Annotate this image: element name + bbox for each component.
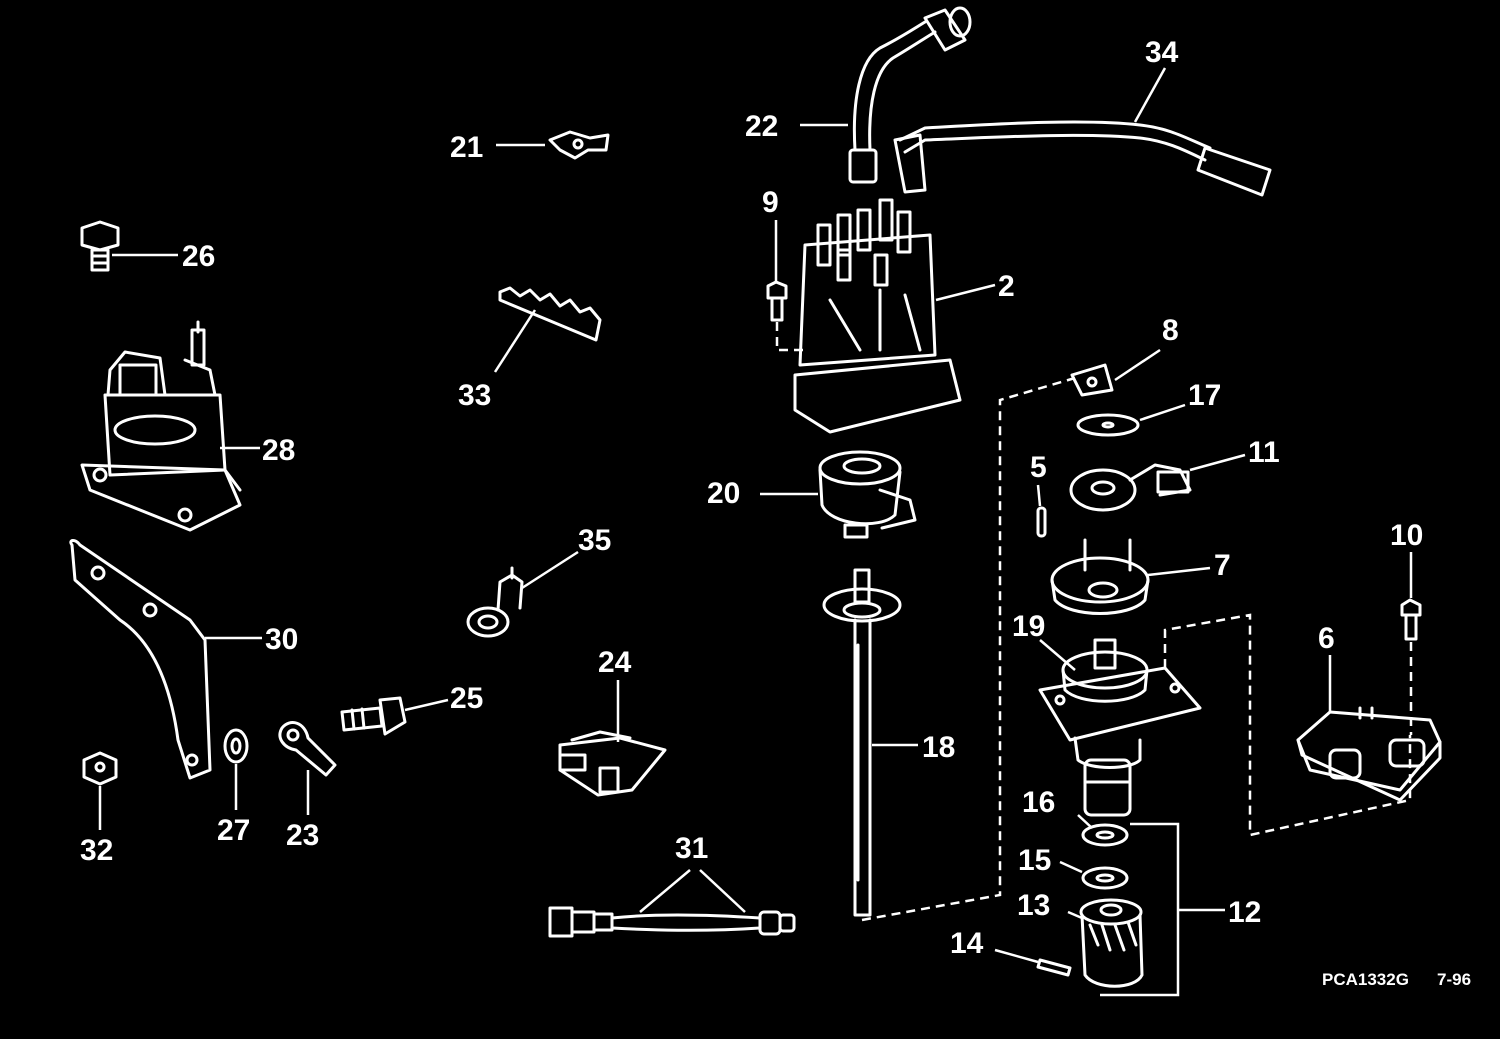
label-21: 21 [450, 131, 483, 164]
part-12-drive-housing[interactable] [1073, 736, 1142, 817]
part-22-plug-wire[interactable] [848, 6, 972, 184]
part-6-ignition-module[interactable] [1296, 706, 1442, 802]
part-33-strip[interactable] [498, 286, 602, 342]
part-34-plug-wire[interactable] [893, 120, 1272, 197]
label-9: 9 [762, 186, 779, 219]
part-28-ignition-coil[interactable] [80, 320, 242, 532]
part-25-screw[interactable] [340, 696, 407, 736]
part-21-clip[interactable] [548, 130, 610, 160]
leader-5 [1036, 484, 1042, 507]
leader-19 [1039, 639, 1076, 671]
label-31: 31 [675, 832, 708, 865]
part-5-pin[interactable] [1036, 506, 1047, 538]
label-16: 16 [1022, 786, 1055, 819]
label-22: 22 [745, 110, 778, 143]
dash-19 [1163, 613, 1412, 837]
label-2: 2 [998, 270, 1015, 303]
part-31-wire-harness[interactable] [548, 906, 796, 938]
part-2-distributor-cap[interactable] [793, 198, 962, 434]
leader-34 [1133, 67, 1167, 123]
label-25: 25 [450, 682, 483, 715]
leader-15 [1059, 860, 1083, 874]
label-15: 15 [1018, 844, 1051, 877]
part-10-screw[interactable] [1400, 598, 1422, 641]
leader-14 [994, 948, 1039, 964]
part-19-housing-plate[interactable] [1038, 638, 1202, 742]
leader-16 [1077, 814, 1093, 829]
part-32-nut[interactable] [82, 751, 118, 786]
part-11-pickup-coil[interactable] [1069, 463, 1192, 512]
part-18-shaft[interactable] [822, 568, 902, 917]
part-23-terminal[interactable] [278, 721, 337, 777]
part-17-washer[interactable] [1076, 413, 1140, 437]
label-30: 30 [265, 623, 298, 656]
label-17: 17 [1188, 379, 1221, 412]
label-24: 24 [598, 646, 632, 679]
part-9-screw[interactable] [766, 280, 788, 322]
leader-11 [1189, 453, 1246, 472]
label-8: 8 [1162, 314, 1179, 347]
label-34: 34 [1145, 36, 1179, 69]
leader-31b [699, 869, 746, 913]
drawing-code: PCA1332G [1322, 970, 1409, 989]
label-14: 14 [950, 927, 984, 960]
label-28: 28 [262, 434, 295, 467]
label-11: 11 [1248, 436, 1280, 469]
leader-8 [1114, 348, 1161, 382]
dash-9 [775, 322, 805, 352]
part-13-gear[interactable] [1079, 898, 1144, 988]
label-20: 20 [707, 477, 740, 510]
label-27: 27 [217, 814, 250, 847]
leader-2 [935, 283, 996, 302]
part-35-ground-terminal[interactable] [466, 566, 524, 638]
label-5: 5 [1030, 451, 1047, 484]
part-8-plate[interactable] [1070, 363, 1114, 397]
leader-17 [1139, 403, 1186, 422]
label-32: 32 [80, 834, 113, 867]
label-23: 23 [286, 819, 319, 852]
leader-7 [1147, 566, 1211, 577]
part-20-rotor[interactable] [818, 450, 917, 539]
part-15-washer[interactable] [1081, 866, 1129, 890]
label-10: 10 [1390, 519, 1423, 552]
label-13: 13 [1017, 889, 1050, 922]
part-30-bracket[interactable] [69, 539, 212, 780]
label-7: 7 [1214, 549, 1231, 582]
label-12: 12 [1228, 896, 1261, 929]
leader-35 [521, 550, 579, 590]
part-27-washer[interactable] [223, 728, 249, 764]
drawing-date: 7-96 [1437, 970, 1471, 989]
label-6: 6 [1318, 622, 1335, 655]
part-16-washer[interactable] [1081, 823, 1129, 847]
label-26: 26 [182, 240, 215, 273]
label-33: 33 [458, 379, 491, 412]
leader-31a [639, 869, 691, 913]
part-24-connector[interactable] [558, 730, 667, 797]
label-18: 18 [922, 731, 955, 764]
label-35: 35 [578, 524, 611, 557]
leader-33 [493, 309, 537, 373]
part-26-bolt[interactable] [80, 220, 120, 272]
part-14-roll-pin[interactable] [1036, 958, 1072, 977]
label-19: 19 [1012, 610, 1045, 643]
part-7-pole-piece[interactable] [1050, 538, 1150, 615]
leader-13 [1067, 910, 1083, 920]
leader-25 [404, 698, 449, 712]
